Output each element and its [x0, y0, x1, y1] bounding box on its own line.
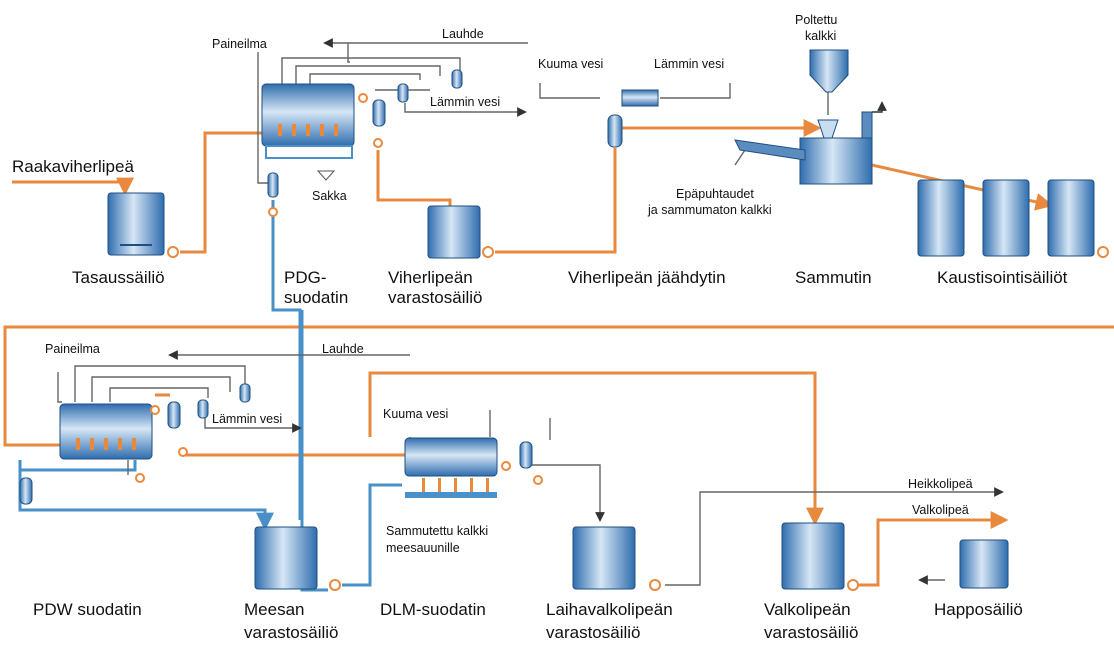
sakka-label: Sakka: [312, 189, 347, 203]
valkolipean-label-2: varastosäiliö: [764, 623, 859, 642]
valkolipean-varastosailio-tank: [781, 522, 859, 591]
viherlipean-jaahdytin-label: Viherlipeän jäähdytin: [568, 268, 726, 287]
poltettu-label-1: Poltettu: [795, 13, 837, 27]
paineilma-top-label: Paineilma: [212, 37, 267, 51]
sammutettu-label-1: Sammutettu kalkki: [386, 524, 488, 538]
heikkolipea-label: Heikkolipeä: [908, 477, 973, 491]
epapuhtaudet-label-1: Epäpuhtaudet: [676, 187, 754, 201]
valkolipean-label-1: Valkolipeän: [764, 600, 851, 619]
equipment-labels: Tasaussäiliö PDG- suodatin Viherlipeän v…: [33, 268, 1068, 642]
poltettu-label-2: kalkki: [805, 29, 836, 43]
tasaussailio-label: Tasaussäiliö: [72, 268, 165, 287]
sammutin-label: Sammutin: [795, 268, 872, 287]
viherlipean-jaahdytin: [607, 89, 659, 148]
epapuhtaudet-label-2: ja sammumaton kalkki: [647, 203, 772, 217]
meesan-label-1: Meesan: [244, 600, 304, 619]
pdg-label-2: suodatin: [284, 288, 348, 307]
dlm-suodatin-label: DLM-suodatin: [380, 600, 486, 619]
sammutin: [734, 49, 887, 185]
laihavalko-label-2: varastosäiliö: [546, 623, 641, 642]
pdg-label-1: PDG-: [284, 268, 327, 287]
laihavalko-label-1: Laihavalkolipeän: [546, 600, 673, 619]
kaustisointisailiot-tanks: [917, 179, 1109, 258]
lammin-vesi-bottom-label: Lämmin vesi: [212, 412, 282, 426]
lammin-vesi-cooler-label: Lämmin vesi: [654, 57, 724, 71]
pipes-blue: [18, 200, 402, 592]
pipes-grey: [57, 38, 1004, 586]
paineilma-bottom-label: Paineilma: [45, 342, 100, 356]
happosailio-label: Happosäiliö: [934, 600, 1023, 619]
pdw-filter: [19, 383, 251, 505]
lauhde-bottom-label: Lauhde: [322, 342, 364, 356]
happosailio-tank: [959, 539, 1009, 589]
pdg-filter: [261, 69, 463, 217]
viherlipean-var-label-2: varastosäiliö: [388, 288, 483, 307]
sammutettu-label-2: meesauunille: [386, 541, 460, 555]
meesan-varastosailio-tank: [254, 526, 341, 591]
kaustisointisailiot-label: Kaustisointisäiliöt: [937, 268, 1068, 287]
tasaussailio-tank: [107, 192, 179, 258]
raakaviherlipea-label: Raakaviherlipeä: [12, 157, 134, 176]
lauhde-top-label: Lauhde: [442, 27, 484, 41]
lammin-vesi-top-label: Lämmin vesi: [430, 95, 500, 109]
dlm-filter: [404, 437, 543, 498]
pdw-suodatin-label: PDW suodatin: [33, 600, 142, 619]
kuuma-vesi-top-label: Kuuma vesi: [538, 57, 603, 71]
laihavalkolipean-varastosailio-tank: [572, 526, 661, 591]
viherlipean-varastosailio-tank: [427, 205, 494, 259]
viherlipean-var-label-1: Viherlipeän: [388, 268, 473, 287]
stream-labels: Raakaviherlipeä Paineilma Lauhde Lämmin …: [12, 13, 973, 555]
meesan-label-2: varastosäiliö: [244, 623, 339, 642]
valkolipea-label: Valkolipeä: [912, 503, 969, 517]
kuuma-vesi-bottom-label: Kuuma vesi: [383, 407, 448, 421]
